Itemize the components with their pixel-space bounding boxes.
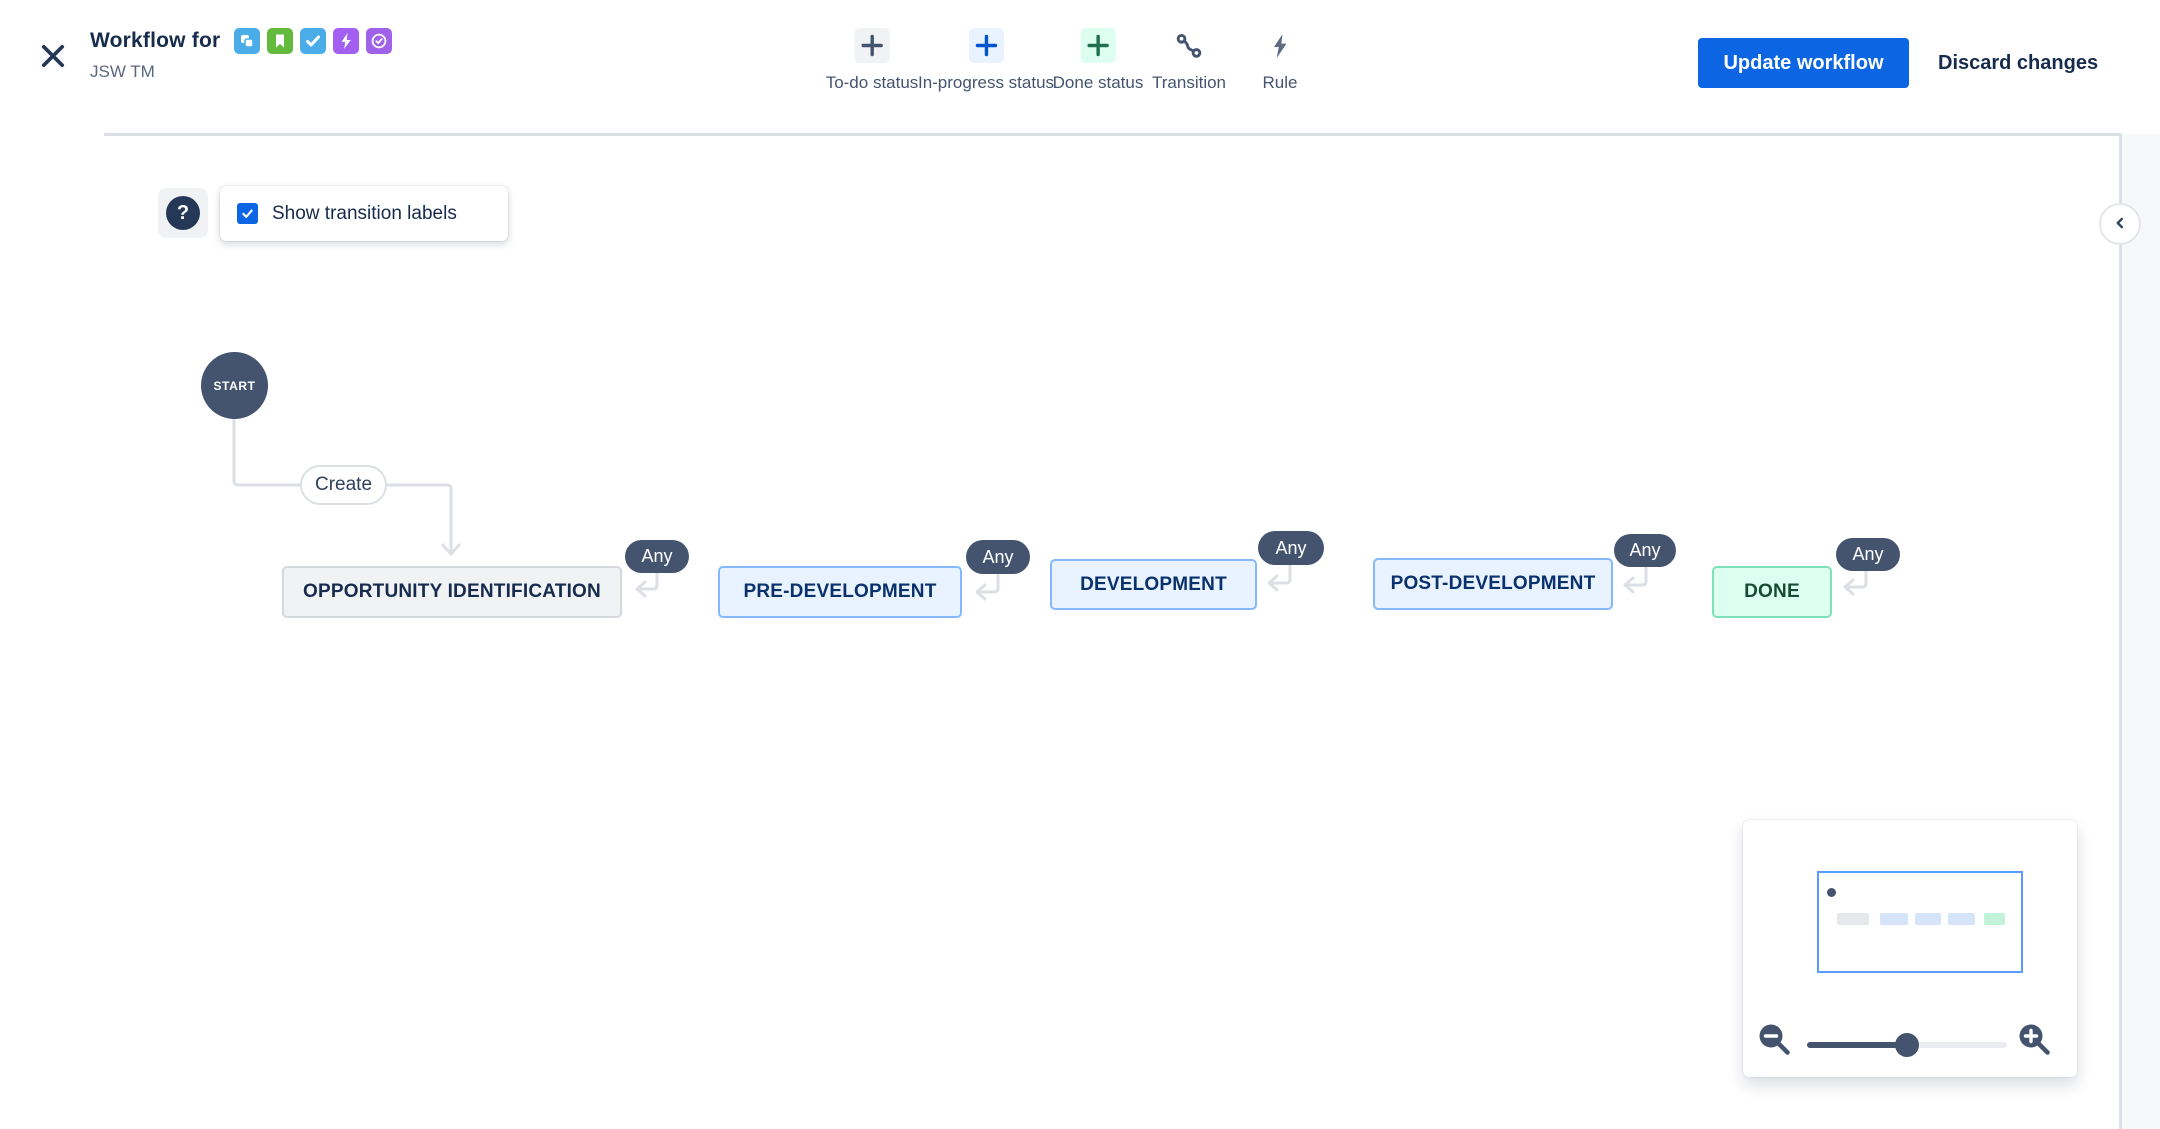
- add-transition-button[interactable]: Transition: [1152, 28, 1226, 93]
- issue-type-icons: [234, 28, 393, 54]
- right-panel-divider: [2119, 134, 2122, 1129]
- zoom-out-icon: [1754, 1020, 1796, 1065]
- checkbox-checked-icon[interactable]: [237, 203, 258, 224]
- toolbar-item-label: In-progress status: [917, 73, 1055, 92]
- status-node-development[interactable]: DEVELOPMENT: [1050, 559, 1257, 610]
- any-edge-2: [975, 572, 1000, 601]
- any-edge-5: [1843, 569, 1868, 596]
- close-icon: [36, 39, 70, 76]
- create-transition-label[interactable]: Create: [300, 465, 387, 505]
- status-node-pre-development[interactable]: PRE-DEVELOPMENT: [718, 566, 962, 618]
- minimap-node: [1984, 913, 2005, 925]
- plus-icon: [968, 28, 1004, 63]
- any-transition-pill-3[interactable]: Any: [1258, 531, 1324, 565]
- lightning-icon: [333, 28, 360, 54]
- add-rule-button[interactable]: Rule: [1263, 28, 1298, 93]
- show-transition-labels-toggle[interactable]: Show transition labels: [220, 186, 508, 241]
- minimap-start-node: [1827, 888, 1836, 897]
- toolbar-item-label: Done status: [1052, 73, 1144, 92]
- collapse-panel-button[interactable]: [2099, 203, 2141, 245]
- any-transition-pill-5[interactable]: Any: [1836, 538, 1900, 571]
- status-node-opportunity-identification[interactable]: OPPORTUNITY IDENTIFICATION: [282, 566, 622, 618]
- zoom-out-button[interactable]: [1753, 1020, 1797, 1064]
- toolbar-item-label: Rule: [1262, 73, 1298, 92]
- start-node[interactable]: START: [201, 352, 268, 419]
- status-node-post-development[interactable]: POST-DEVELOPMENT: [1373, 558, 1613, 610]
- zoom-slider[interactable]: [1807, 1033, 2007, 1057]
- any-transition-pill-2[interactable]: Any: [966, 540, 1030, 574]
- any-edge-4: [1623, 565, 1648, 594]
- status-node-done[interactable]: DONE: [1712, 566, 1832, 618]
- close-button[interactable]: [30, 34, 76, 80]
- minimap-viewport[interactable]: [1817, 871, 2023, 973]
- help-icon: ?: [166, 196, 200, 230]
- chevron-left-icon: [2111, 214, 2129, 235]
- zoom-in-button[interactable]: [2013, 1020, 2057, 1064]
- page-title: Workflow for: [90, 29, 221, 52]
- minimap-node: [1837, 913, 1869, 925]
- page-icon: [234, 28, 261, 54]
- add-todo-status-button[interactable]: To-do status: [825, 28, 919, 93]
- any-edge-3: [1267, 563, 1292, 592]
- right-panel-strip: [2122, 134, 2160, 1129]
- zoom-slider-thumb[interactable]: [1895, 1033, 1919, 1057]
- any-edge-1: [635, 571, 659, 598]
- minimap-node: [1880, 913, 1908, 925]
- help-button[interactable]: ?: [158, 188, 208, 238]
- rule-lightning-icon: [1263, 28, 1298, 63]
- toolbar-item-label: To-do status: [825, 73, 919, 92]
- circle-check-icon: [366, 28, 393, 54]
- header-title-block: Workflow for JSW TM: [90, 28, 393, 82]
- add-inprogress-status-button[interactable]: In-progress status: [918, 28, 1054, 93]
- transition-icon: [1171, 28, 1206, 63]
- check-icon: [300, 28, 327, 54]
- toolbar-item-label: Transition: [1151, 73, 1227, 92]
- minimap-node: [1915, 913, 1941, 925]
- any-transition-pill-1[interactable]: Any: [625, 540, 689, 573]
- header-divider: [104, 133, 2121, 136]
- minimap-node: [1948, 913, 1975, 925]
- zoom-slider-fill: [1807, 1042, 1907, 1048]
- add-done-status-button[interactable]: Done status: [1052, 28, 1144, 93]
- plus-icon: [854, 28, 890, 63]
- bookmark-icon: [267, 28, 294, 54]
- minimap-panel: [1743, 820, 2077, 1077]
- update-workflow-button[interactable]: Update workflow: [1698, 38, 1909, 88]
- plus-icon: [1080, 28, 1116, 63]
- zoom-in-icon: [2014, 1020, 2056, 1065]
- any-transition-pill-4[interactable]: Any: [1614, 534, 1676, 567]
- project-name: JSW TM: [90, 62, 155, 81]
- show-transition-labels-label: Show transition labels: [272, 202, 457, 224]
- discard-changes-button[interactable]: Discard changes: [1926, 44, 2110, 82]
